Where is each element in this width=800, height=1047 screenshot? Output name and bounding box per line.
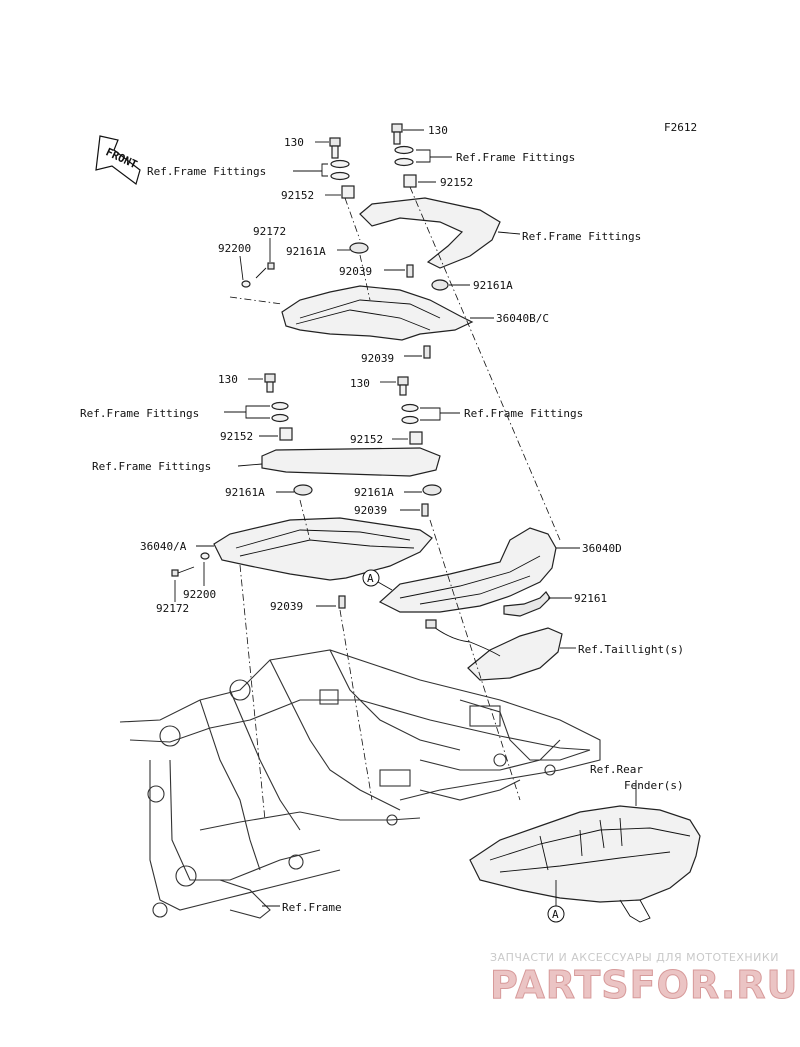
label-ref-taillight: Ref.Taillight(s) bbox=[578, 643, 684, 656]
screw-92172-upper bbox=[255, 262, 275, 279]
bolt-130-mid-right bbox=[397, 376, 409, 396]
clip-92039-upper bbox=[406, 264, 414, 278]
label-ref-frame-fittings-4: Ref.Frame Fittings bbox=[80, 407, 199, 420]
label-130-mid-left: 130 bbox=[218, 373, 238, 386]
washer-mid-left-2 bbox=[271, 413, 289, 423]
label-130-upper-right: 130 bbox=[428, 124, 448, 137]
taillight-assembly bbox=[425, 619, 563, 681]
frame-fitting-mid-bar bbox=[261, 447, 441, 477]
washer-upper-right-1 bbox=[394, 145, 414, 155]
label-92172-upper: 92172 bbox=[253, 225, 286, 238]
label-92039-bottom: 92039 bbox=[270, 600, 303, 613]
label-ref-frame-fittings-5: Ref.Frame Fittings bbox=[464, 407, 583, 420]
rubber-92161a-mid-left bbox=[293, 484, 313, 496]
label-92200-upper: 92200 bbox=[218, 242, 251, 255]
label-92172-lower: 92172 bbox=[156, 602, 189, 615]
label-130-upper-left: 130 bbox=[284, 136, 304, 149]
clip-92039-bottom bbox=[338, 595, 346, 609]
clip-92039-mid bbox=[423, 345, 431, 359]
collar-92152-upper-right bbox=[403, 174, 417, 188]
ref-marker-a-lower bbox=[547, 905, 565, 923]
label-92161: 92161 bbox=[574, 592, 607, 605]
label-ref-rear-fender-1: Ref.Rear bbox=[590, 763, 643, 776]
bolt-130-upper-left bbox=[329, 137, 341, 159]
rubber-92161a-mid-right bbox=[422, 484, 442, 496]
bolt-130-upper-right bbox=[391, 123, 403, 145]
rear-fender-illustration bbox=[469, 805, 701, 923]
label-36040bc: 36040B/C bbox=[496, 312, 549, 325]
label-36040a: 36040/A bbox=[140, 540, 187, 553]
watermark-tagline: ЗАПЧАСТИ И АКСЕССУАРЫ ДЛЯ МОТОТЕХНИКИ bbox=[490, 951, 779, 964]
label-92152-upper-right: 92152 bbox=[440, 176, 473, 189]
clip-92039-lower-right bbox=[421, 503, 429, 517]
collar-92152-upper-left bbox=[341, 185, 355, 199]
label-ref-frame-fittings-2: Ref.Frame Fittings bbox=[456, 151, 575, 164]
washer-upper-left-2 bbox=[330, 171, 350, 181]
frame-fitting-upper-bracket bbox=[359, 197, 501, 269]
washer-upper-left-1 bbox=[330, 159, 350, 169]
label-92152-mid-left: 92152 bbox=[220, 430, 253, 443]
collar-92152-mid-left bbox=[279, 427, 293, 441]
washer-mid-left-1 bbox=[271, 401, 289, 411]
label-92161a-mid-right: 92161A bbox=[354, 486, 394, 499]
label-ref-frame-fittings-6: Ref.Frame Fittings bbox=[92, 460, 211, 473]
ref-marker-a-upper bbox=[362, 569, 380, 587]
label-ref-frame-fittings-1: Ref.Frame Fittings bbox=[147, 165, 266, 178]
cover-36040bc bbox=[281, 285, 474, 341]
screw-92172-lower bbox=[171, 566, 195, 577]
cover-36040a bbox=[213, 517, 433, 581]
label-ref-frame: Ref.Frame bbox=[282, 901, 342, 914]
figure-code: F2612 bbox=[664, 121, 697, 134]
rubber-92161a-upper-left bbox=[349, 242, 369, 254]
ref-marker-a-lower-label: A bbox=[552, 908, 559, 921]
bolt-130-mid-left bbox=[264, 373, 276, 393]
washer-mid-right-2 bbox=[401, 415, 419, 425]
front-arrow-icon: FRONT bbox=[95, 135, 141, 186]
label-92039-lower-right: 92039 bbox=[354, 504, 387, 517]
label-ref-rear-fender-2: Fender(s) bbox=[624, 779, 684, 792]
washer-92200-upper bbox=[241, 280, 251, 288]
washer-92200-lower bbox=[200, 552, 210, 560]
label-92152-mid-right: 92152 bbox=[350, 433, 383, 446]
collar-92152-mid-right bbox=[409, 431, 423, 445]
label-130-mid-right: 130 bbox=[350, 377, 370, 390]
label-36040d: 36040D bbox=[582, 542, 622, 555]
ref-marker-a-upper-label: A bbox=[367, 572, 374, 585]
washer-upper-right-2 bbox=[394, 157, 414, 167]
rubber-92161a-upper-right bbox=[431, 279, 449, 291]
label-92152-upper-left: 92152 bbox=[281, 189, 314, 202]
label-92039-upper: 92039 bbox=[339, 265, 372, 278]
label-92039-mid: 92039 bbox=[361, 352, 394, 365]
washer-mid-right-1 bbox=[401, 403, 419, 413]
label-92161a-upper-right: 92161A bbox=[473, 279, 513, 292]
label-92161a-upper-left: 92161A bbox=[286, 245, 326, 258]
label-92161a-mid-left: 92161A bbox=[225, 486, 265, 499]
label-92200-lower: 92200 bbox=[183, 588, 216, 601]
watermark-logo: PARTSFOR.RU bbox=[490, 963, 798, 1007]
frame-illustration bbox=[119, 649, 601, 919]
label-ref-frame-fittings-3: Ref.Frame Fittings bbox=[522, 230, 641, 243]
